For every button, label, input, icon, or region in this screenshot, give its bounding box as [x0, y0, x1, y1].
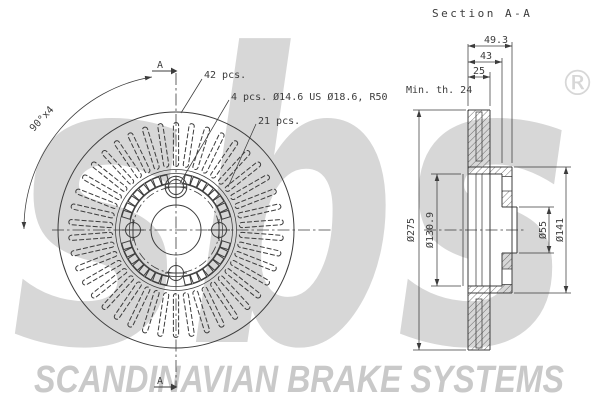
registered-trademark-icon: ®	[560, 64, 595, 104]
rim-section-bottom	[468, 293, 490, 350]
front-view: 90°x4 42 pcs. 4 pcs. Ø14.6 US Ø18.6, R50…	[21, 60, 388, 391]
dim-min-thickness: Min. th. 24	[406, 85, 472, 96]
section-cut-lines	[152, 70, 171, 388]
slot-count-label: 42 pcs.	[204, 70, 246, 81]
dimension-lines	[418, 45, 567, 350]
dim-center-bore: Ø55	[537, 221, 549, 239]
vent-channel-bottom	[475, 298, 483, 349]
rim-inner-edge	[115, 169, 237, 291]
dim-width-to-flange: 43	[480, 51, 492, 62]
dim-hat-inner-diameter: Ø130.9	[424, 212, 436, 248]
section-arrow-top	[171, 67, 178, 75]
vane-count-label: 21 pcs.	[258, 116, 300, 127]
arc-arrow-top	[144, 75, 152, 81]
section-title: Section A-A	[432, 7, 532, 20]
bolt-hole-spec-label: 4 pcs. Ø14.6 US Ø18.6, R50	[231, 91, 388, 103]
vent-channel-top	[475, 111, 483, 162]
hat-wall-bottom	[468, 286, 502, 293]
vane-marks	[121, 174, 231, 286]
extension-lines	[413, 42, 571, 351]
bolt-hole-gap-top	[502, 176, 512, 191]
centerlines	[52, 73, 332, 387]
section-marker-bottom: A	[157, 376, 163, 387]
section-marker-top: A	[157, 60, 163, 71]
dim-disc-thickness: 25	[473, 66, 485, 77]
dim-flange-diameter: Ø141	[554, 218, 566, 242]
angle-arc	[23, 76, 153, 230]
rim-section-top	[468, 110, 490, 167]
dimension-arrows	[416, 43, 569, 350]
disc-outer-edge	[57, 111, 295, 349]
bolt-hole-gap-bottom	[502, 269, 512, 285]
vane-ring-outer	[119, 173, 233, 287]
dim-overall-width: 49.3	[484, 35, 508, 46]
dim-outer-diameter: Ø275	[405, 218, 417, 242]
vent-slots	[68, 122, 284, 338]
hat-wall-top	[468, 167, 502, 174]
center-bore	[150, 204, 202, 256]
section-view: Section A-A 49.3 43 25 Min. th. 24 Ø275 …	[405, 7, 571, 351]
brand-tagline: SCANDINAVIAN BRAKE SYSTEMS	[34, 359, 564, 400]
arc-arrow-bottom	[21, 221, 27, 229]
bolt-holes	[122, 175, 230, 284]
section-arrow-bottom	[171, 383, 178, 391]
leader-lines	[179, 78, 257, 188]
